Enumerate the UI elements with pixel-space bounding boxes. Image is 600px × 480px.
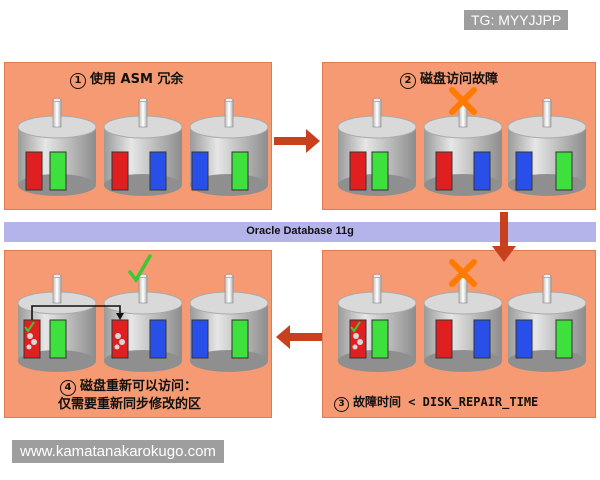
step-number-1: 1: [70, 73, 86, 89]
disk-4-1: [17, 273, 97, 372]
extent-blue: [149, 319, 167, 359]
cross-icon: [449, 87, 477, 115]
extent-blue: [191, 151, 209, 191]
arrow-down: [492, 212, 516, 262]
arrow-left: [276, 325, 322, 349]
extent-green: [371, 319, 389, 359]
extent-red: [435, 151, 453, 191]
database-band: Oracle Database 11g: [4, 222, 596, 242]
extent-green: [555, 151, 573, 191]
disk-1-2: [103, 97, 183, 196]
step-number-3: 3: [334, 397, 349, 412]
step-text-4-line1: 磁盘重新可以访问：: [80, 379, 198, 394]
extent-blue: [515, 151, 533, 191]
extent-green: [555, 319, 573, 359]
step-text-3: 故障时间 < DISK_REPAIR_TIME: [353, 395, 539, 409]
step-text-2: 磁盘访问故障: [420, 72, 499, 87]
disk-1-3: [189, 97, 269, 196]
extent-red: [111, 151, 129, 191]
extent-green: [231, 319, 249, 359]
band-label: Oracle Database 11g: [246, 225, 354, 237]
watermark-top: TG: MYYJJPP: [464, 10, 569, 30]
step-text-1: 使用 ASM 冗余: [90, 72, 184, 87]
extent-green: [231, 151, 249, 191]
caption-step-1: 1 使用 ASM 冗余: [70, 68, 183, 89]
extent-blue: [473, 151, 491, 191]
check-icon: [128, 254, 152, 284]
disk-2-2: [423, 97, 503, 196]
check-icon: [350, 321, 361, 333]
caption-step-4: 4 磁盘重新可以访问： 仅需要重新同步修改的区: [58, 378, 202, 414]
disk-2-1: [337, 97, 417, 196]
extent-red: [349, 151, 367, 191]
extent-red-resynced: [111, 319, 129, 359]
caption-step-2: 2 磁盘访问故障: [400, 68, 498, 89]
disk-2-3: [507, 97, 587, 196]
disk-3-3: [507, 273, 587, 372]
extent-red: [25, 151, 43, 191]
extent-blue: [515, 319, 533, 359]
extent-blue: [149, 151, 167, 191]
disk-3-1: [337, 273, 417, 372]
extent-blue: [191, 319, 209, 359]
step-text-4-line2: 仅需要重新同步修改的区: [58, 397, 202, 412]
watermark-bottom: www.kamatanakarokugo.com: [12, 440, 224, 463]
extent-green: [371, 151, 389, 191]
disk-1-1: [17, 97, 97, 196]
step-number-4: 4: [60, 380, 76, 396]
arrow-right: [274, 129, 320, 153]
extent-green: [49, 319, 67, 359]
extent-red: [435, 319, 453, 359]
disk-4-3: [189, 273, 269, 372]
extent-blue: [473, 319, 491, 359]
caption-step-3: 3 故障时间 < DISK_REPAIR_TIME: [334, 393, 538, 412]
check-icon: [24, 321, 35, 333]
cross-icon: [449, 259, 477, 287]
disk-4-2: [103, 273, 183, 372]
resync-connector: [31, 305, 124, 320]
extent-green: [49, 151, 67, 191]
step-number-2: 2: [400, 73, 416, 89]
disk-3-2: [423, 273, 503, 372]
